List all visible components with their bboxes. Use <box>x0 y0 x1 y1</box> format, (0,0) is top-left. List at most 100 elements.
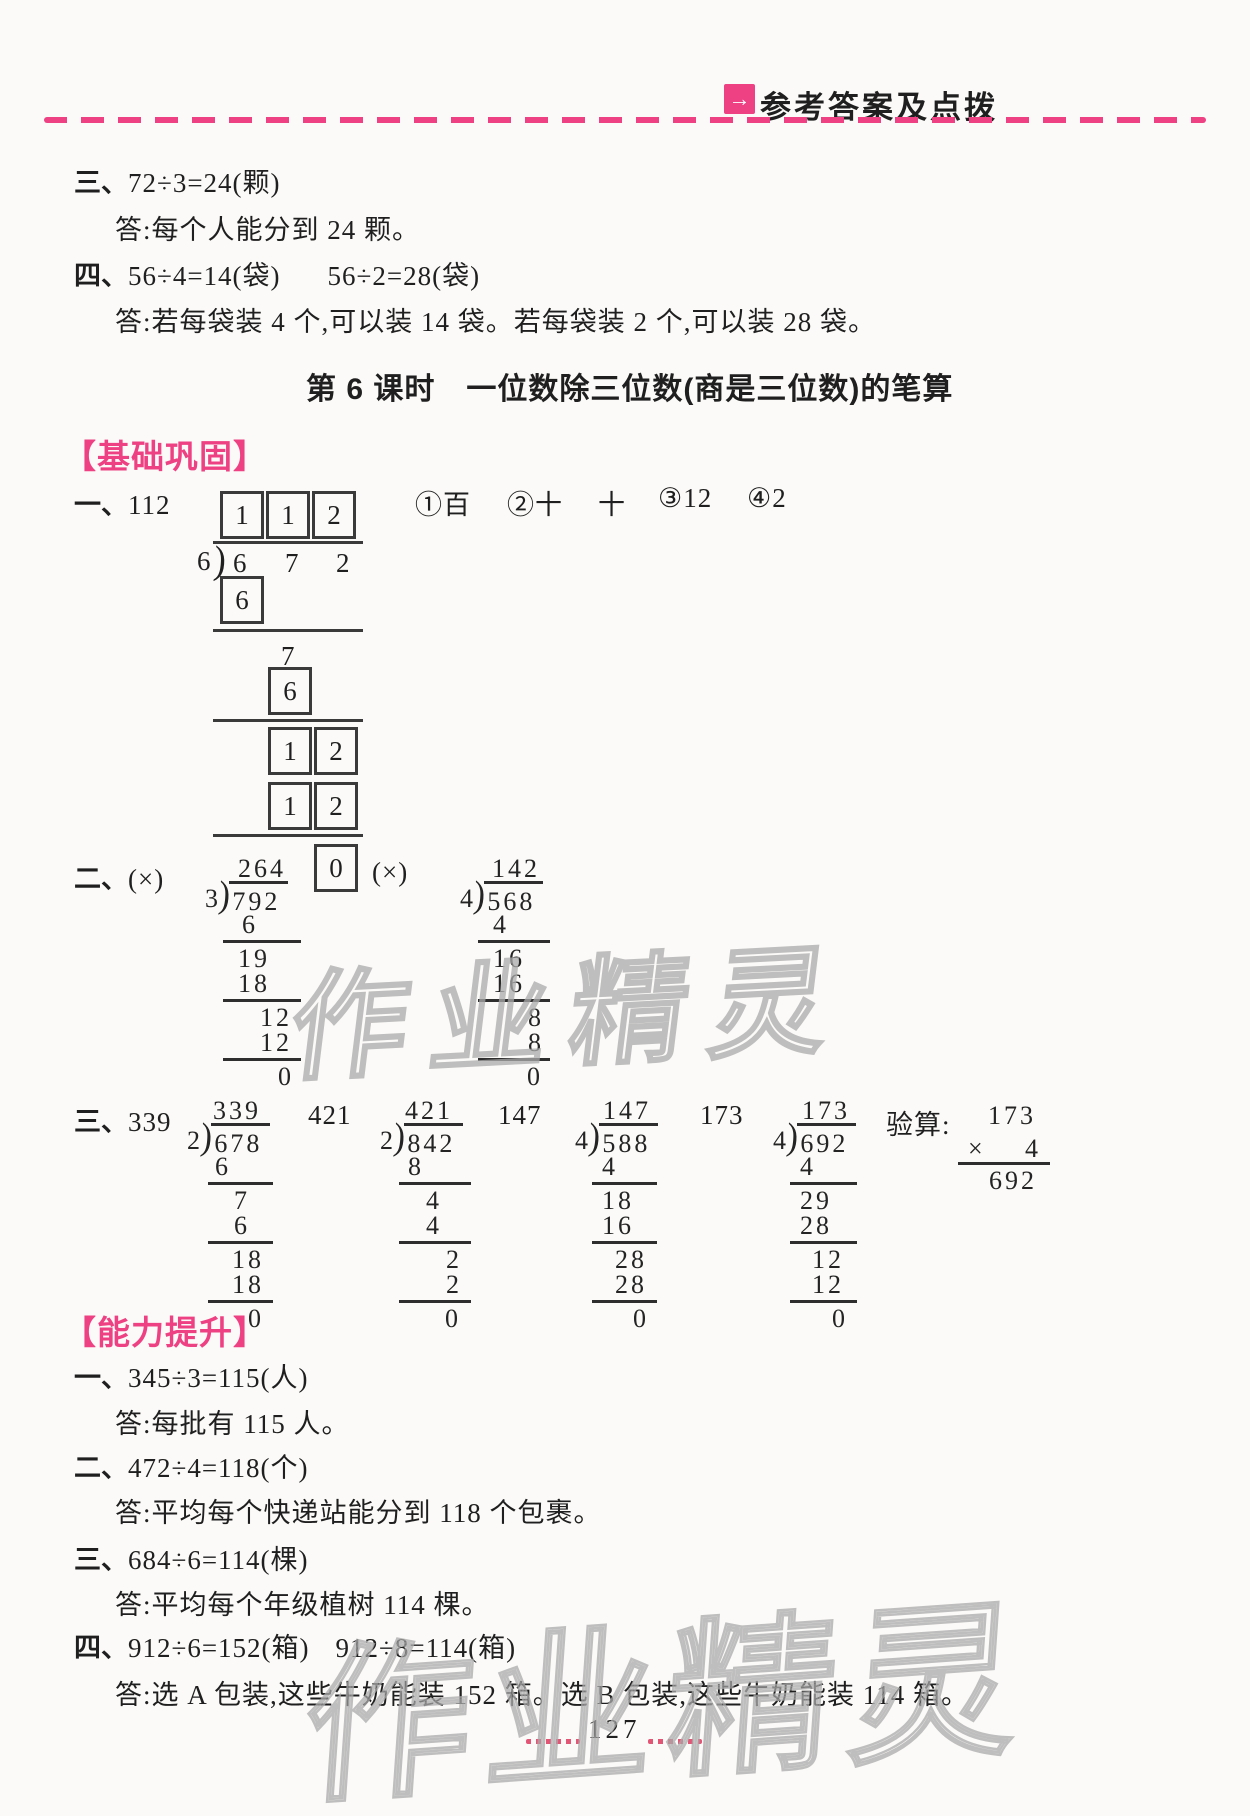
digit: 2 <box>329 735 343 766</box>
step: 18 <box>208 1272 273 1303</box>
multiplicand: 173 <box>988 1101 1036 1130</box>
dividend-digit: 7 <box>285 548 299 578</box>
step-rule <box>213 834 363 837</box>
step: 7 <box>234 1186 250 1215</box>
digit: 6 <box>283 675 297 706</box>
step: 6 <box>223 912 301 943</box>
dividend: 792 <box>229 881 289 915</box>
divisor: 3 <box>205 884 218 913</box>
step: 4 <box>478 912 550 943</box>
vinculum <box>213 541 363 544</box>
quotient: 264 <box>238 854 286 883</box>
step: 28 <box>790 1213 857 1244</box>
section-badge-advanced: 【能力提升】 <box>63 1314 267 1351</box>
step: 0 <box>527 1062 543 1091</box>
step: 6 <box>208 1154 273 1185</box>
quotient: 421 <box>405 1096 453 1125</box>
digit: 1 <box>283 790 297 821</box>
equation: 684÷6=114(棵) <box>128 1545 309 1575</box>
equation: 56÷4=14(袋) <box>128 261 281 291</box>
equation: 345÷3=115(人) <box>128 1363 309 1393</box>
bracket-row: 4)588 <box>575 1116 659 1159</box>
item-marker: 一、 <box>74 1363 128 1393</box>
step-box: 2 <box>314 782 358 830</box>
digit: 1 <box>235 499 249 530</box>
bracket-row: 4)692 <box>773 1116 857 1159</box>
footer-dots-right <box>648 1739 702 1744</box>
step: 28 <box>592 1272 657 1303</box>
step: 12 <box>260 1003 292 1032</box>
equation: 912÷8=114(箱) <box>335 1633 517 1663</box>
long-division-842-by-2: 421 2)842 8 4 4 2 2 0 <box>380 1098 471 1332</box>
option-4: ④2 <box>747 483 787 513</box>
step: 8 <box>478 1030 550 1061</box>
division-steps: 4 29 28 12 12 0 <box>790 1154 857 1333</box>
step: 19 <box>238 944 270 973</box>
dividend: 842 <box>404 1123 464 1157</box>
step: 28 <box>615 1245 647 1274</box>
dividend: 678 <box>211 1123 271 1157</box>
dividend: 588 <box>599 1123 659 1157</box>
divisor: 4 <box>773 1126 786 1155</box>
quotient: 142 <box>492 854 540 883</box>
answer-value: 173 <box>700 1100 744 1130</box>
item-marker: 二、 <box>74 864 128 894</box>
judgement-mark: (×) <box>372 857 409 887</box>
bracket-row: 4)568 <box>460 874 550 917</box>
step: 4 <box>399 1213 471 1244</box>
bracket-row: 2)842 <box>380 1116 471 1159</box>
division-steps: 6 7 6 18 18 0 <box>208 1154 273 1333</box>
bracket-row: 3)792 <box>205 874 301 917</box>
quotient: 339 <box>213 1096 261 1125</box>
step-box: 1 <box>268 782 312 830</box>
equation: 472÷4=118(个) <box>128 1453 309 1483</box>
quotient: 147 <box>603 1096 651 1125</box>
step: 6 <box>208 1213 273 1244</box>
dividend: 568 <box>484 881 544 915</box>
step: 0 <box>248 1304 264 1333</box>
step: 8 <box>399 1154 471 1185</box>
advanced-q4-line: 四、912÷6=152(箱)912÷8=114(箱) <box>74 1626 516 1665</box>
advanced-q1-line: 一、345÷3=115(人) <box>74 1356 309 1395</box>
step-box: 2 <box>314 727 358 775</box>
answer-value: 147 <box>498 1100 542 1130</box>
equation: 912÷6=152(箱) <box>128 1633 310 1663</box>
long-division-568-by-4: 142 4)568 4 16 16 8 8 0 <box>460 856 550 1090</box>
step-rule <box>213 629 363 632</box>
step: 0 <box>278 1062 294 1091</box>
long-division-588-by-4: 147 4)588 4 18 16 28 28 0 <box>575 1096 659 1332</box>
arrow-glyph: → <box>728 86 751 111</box>
advanced-q2-line: 二、472÷4=118(个) <box>74 1446 309 1485</box>
footer-dots-left <box>526 1739 580 1744</box>
digit: 6 <box>235 584 249 615</box>
step-box: 1 <box>268 727 312 775</box>
answer-value: 339 <box>128 1107 172 1137</box>
step: 12 <box>790 1272 857 1303</box>
item-marker: 三、 <box>74 1545 128 1575</box>
step: 29 <box>800 1186 832 1215</box>
dividend-digit: 6 <box>233 548 247 578</box>
answer-value: 421 <box>308 1100 352 1130</box>
digit: 1 <box>283 735 297 766</box>
advanced-q1-answer: 答:每批有 115 人。 <box>115 1409 350 1439</box>
judgement-mark: (×) <box>128 864 165 894</box>
advanced-q2-answer: 答:平均每个快递站能分到 118 个包裹。 <box>115 1498 602 1528</box>
step: 12 <box>812 1245 844 1274</box>
step: 8 <box>528 1003 544 1032</box>
division-steps: 8 4 4 2 2 0 <box>399 1154 471 1332</box>
basic-q3-line: 三、339 <box>74 1100 172 1139</box>
item-marker: 一、 <box>74 490 128 520</box>
step: 0 <box>832 1304 848 1333</box>
quotient-box-hundreds: 1 <box>220 491 264 539</box>
step: 4 <box>592 1154 657 1185</box>
equation: 56÷2=28(袋) <box>327 261 481 291</box>
page-number: 127 <box>588 1714 641 1744</box>
option-2b: 十 <box>598 490 626 520</box>
dividend: 692 <box>797 1123 857 1157</box>
bracket-row: 2)678 <box>187 1116 273 1159</box>
header-dashed-rule <box>44 117 1206 123</box>
step: 18 <box>232 1245 264 1274</box>
step: 4 <box>790 1154 857 1185</box>
digit: 0 <box>329 852 343 883</box>
